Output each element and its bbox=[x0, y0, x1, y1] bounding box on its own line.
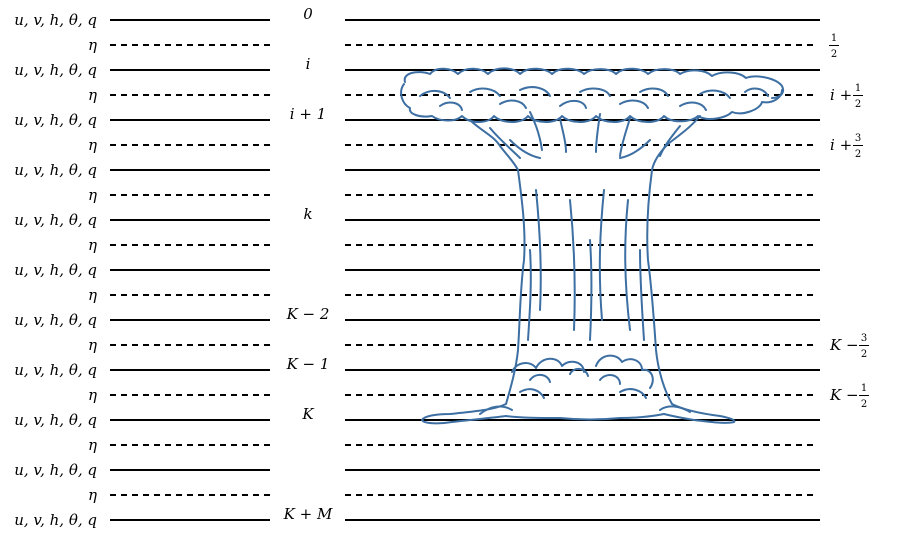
fraction-denominator: 2 bbox=[855, 99, 861, 110]
variables-label: u, v, h, θ, q bbox=[14, 461, 97, 479]
fraction-denominator: 2 bbox=[861, 349, 867, 360]
eta-label: η bbox=[88, 36, 97, 54]
eta-label: η bbox=[88, 186, 97, 204]
fraction-denominator: 2 bbox=[855, 149, 861, 160]
layer-lines bbox=[110, 19, 820, 521]
half-level-label-3: K −3 2 bbox=[829, 333, 869, 360]
half-level-label-0: 12 bbox=[829, 33, 839, 60]
fraction-numerator: 1 bbox=[861, 383, 867, 394]
variables-label: u, v, h, θ, q bbox=[14, 361, 97, 379]
half-level-prefix: i + bbox=[830, 136, 852, 154]
variables-label: u, v, h, θ, q bbox=[14, 311, 97, 329]
fraction-numerator: 1 bbox=[831, 33, 837, 44]
eta-label: η bbox=[88, 136, 97, 154]
level-label-0: 0 bbox=[303, 5, 313, 23]
eta-label: η bbox=[88, 386, 97, 404]
level-label-5: K − 1 bbox=[286, 355, 330, 373]
variables-label: u, v, h, θ, q bbox=[14, 211, 97, 229]
fraction-numerator: 1 bbox=[855, 83, 861, 94]
level-label-1: i bbox=[306, 55, 311, 73]
fraction-denominator: 2 bbox=[831, 49, 837, 60]
eta-label: η bbox=[88, 86, 97, 104]
variables-label: u, v, h, θ, q bbox=[14, 511, 97, 529]
level-label-3: k bbox=[303, 205, 312, 223]
fraction-numerator: 3 bbox=[861, 333, 867, 344]
eta-label: η bbox=[88, 486, 97, 504]
half-level-prefix: K − bbox=[829, 336, 859, 354]
variables-label: u, v, h, θ, q bbox=[14, 111, 97, 129]
eta-label: η bbox=[88, 336, 97, 354]
level-label-2: i + 1 bbox=[290, 105, 326, 123]
cumulonimbus-cloud-sketch bbox=[400, 67, 784, 425]
half-level-label-2: i +3 2 bbox=[830, 133, 863, 160]
variables-label: u, v, h, θ, q bbox=[14, 61, 97, 79]
fraction-numerator: 3 bbox=[855, 133, 861, 144]
level-label-6: K bbox=[301, 405, 314, 423]
half-level-prefix: K − bbox=[829, 386, 859, 404]
eta-label: η bbox=[88, 286, 97, 304]
fraction-denominator: 2 bbox=[861, 399, 867, 410]
eta-label: η bbox=[88, 436, 97, 454]
variables-label: u, v, h, θ, q bbox=[14, 161, 97, 179]
half-level-label-1: i +1 2 bbox=[830, 83, 863, 110]
variables-label: u, v, h, θ, q bbox=[14, 261, 97, 279]
layer-labels: u, v, h, θ, q η u, v, h, θ, q η u, v, h, θ, … bbox=[14, 5, 869, 529]
level-label-7: K + M bbox=[283, 505, 333, 523]
eta-label: η bbox=[88, 236, 97, 254]
half-level-prefix: i + bbox=[830, 86, 852, 104]
half-level-label-4: K −1 2 bbox=[829, 383, 869, 410]
level-label-4: K − 2 bbox=[286, 305, 330, 323]
variables-label: u, v, h, θ, q bbox=[14, 411, 97, 429]
variables-label: u, v, h, θ, q bbox=[14, 11, 97, 29]
